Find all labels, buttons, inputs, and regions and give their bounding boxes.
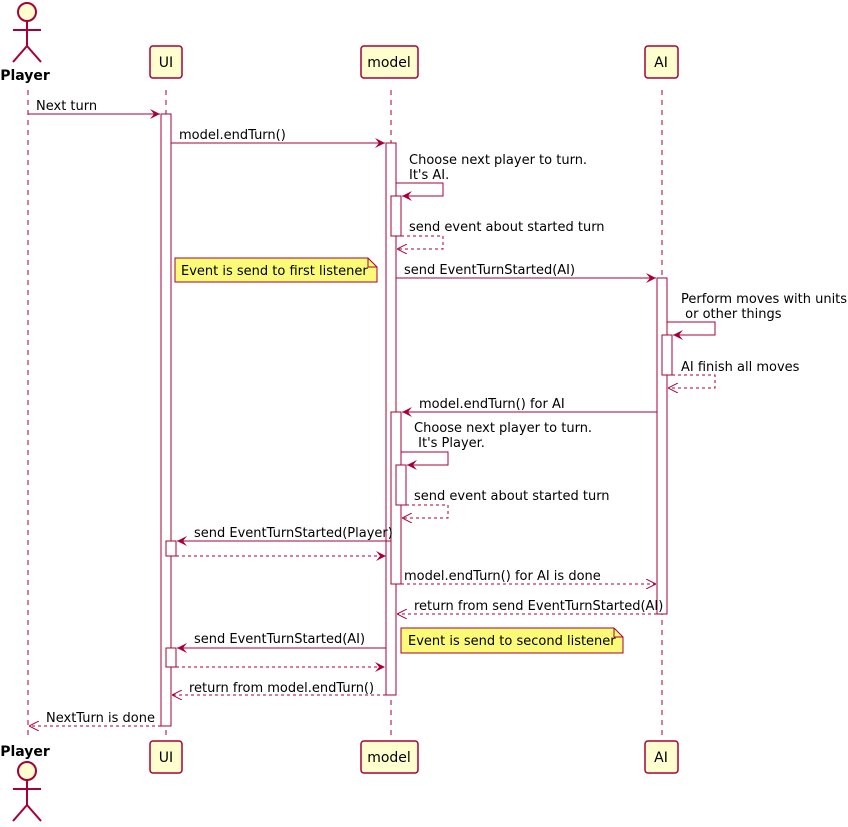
participant-model-top: model [360,45,419,79]
actor-head-icon [17,761,37,781]
actor-name-top: Player [0,68,50,84]
actor-player-top: Player [0,2,50,84]
message-label-m15: send EventTurnStarted(AI) [194,632,365,647]
message-label-m6-line2: or other things [681,307,782,322]
participants: Player Player UI UI model model [0,2,679,822]
participant-ai-top: AI [644,45,679,79]
participant-label: model [367,55,411,71]
message-label-m3-line1: Choose next player to turn. [409,153,587,168]
message-label-m14: return from send EventTurnStarted(AI) [414,599,663,614]
note-second-listener: Event is send to second listener [400,627,624,654]
activation-model-nested-3 [395,464,407,506]
activation-ai-main [656,277,668,615]
participant-label: AI [654,55,668,71]
message-labels: Next turn model.endTurn() Choose next pl… [36,99,847,726]
participant-label: AI [654,750,668,766]
participant-ui-top: UI [149,45,183,79]
message-label-m9-line2: It's Player. [414,436,485,451]
messages [28,109,716,726]
message-arrow-m4 [397,235,444,249]
message-arrow-m10 [402,504,449,518]
activation-model-nested-1 [390,195,402,237]
actor-player-bottom: Player [0,744,50,822]
actor-head-icon [17,2,37,22]
participant-model-bottom: model [360,740,419,774]
note-text: Event is send to second listener [408,634,616,649]
activations [160,113,673,727]
message-label-m7: AI finish all moves [681,360,800,375]
notes: Event is send to first listener Event is… [174,257,624,654]
message-arrow-m6 [667,321,716,340]
participant-label: model [367,750,411,766]
activation-ui-nested-1 [165,540,177,557]
message-label-m4: send event about started turn [409,220,605,235]
participant-ai-bottom: AI [644,740,679,774]
message-arrow-m7 [668,374,716,388]
participant-ui-bottom: UI [149,740,183,774]
note-text: Event is send to first listener [181,264,368,279]
message-arrow-m9 [401,451,449,470]
actor-leg-left [12,804,28,822]
actor-leg-right [26,45,42,63]
message-label-m13: model.endTurn() for AI is done [404,569,601,584]
activation-ui-nested-2 [165,647,177,668]
message-label-m11: send EventTurnStarted(Player) [194,526,393,541]
message-label-m2: model.endTurn() [179,128,286,143]
participant-label: UI [159,750,173,766]
note-first-listener: Event is send to first listener [174,257,378,283]
participant-label: UI [159,55,173,71]
message-label-m8: model.endTurn() for AI [419,397,565,412]
message-arrow-m3 [396,182,444,201]
actor-leg-right [26,804,42,822]
message-label-m17: return from model.endTurn() [189,681,374,696]
actor-name-bottom: Player [0,744,50,760]
actor-leg-left [12,45,28,63]
message-label-m9-line1: Choose next player to turn. [414,421,592,436]
message-label-m18: NextTurn is done [46,711,155,726]
activation-ui-main [160,113,172,727]
message-label-m6-line1: Perform moves with units [681,292,847,307]
message-label-m1: Next turn [36,99,97,114]
message-label-m5: send EventTurnStarted(AI) [404,263,575,278]
activation-ai-nested [661,334,673,376]
message-label-m3-line2: It's AI. [409,168,449,183]
message-label-m10: send event about started turn [414,489,610,504]
